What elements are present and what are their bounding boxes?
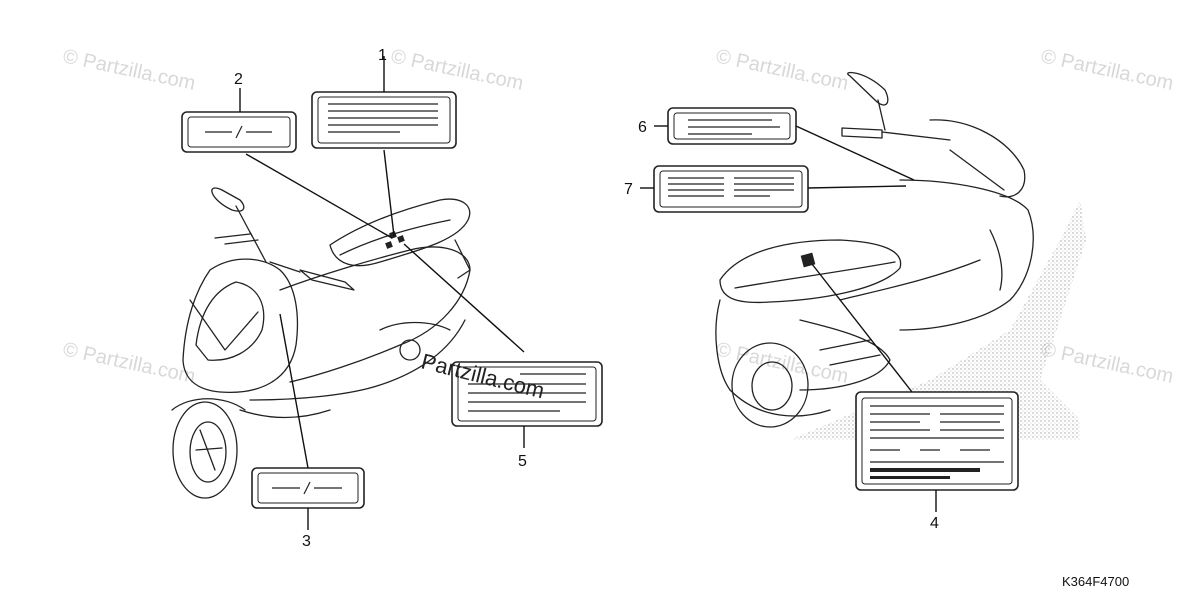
left-scooter-illustration [171, 187, 471, 499]
watermark: © Partzilla.com [1039, 338, 1175, 388]
callout-1: 1 [378, 47, 387, 64]
diagram-code: K364F4700 [1062, 574, 1129, 589]
caution-label-3 [251, 467, 365, 509]
watermark: © Partzilla.com [714, 45, 850, 95]
caution-label-5 [451, 361, 603, 427]
callout-7: 7 [624, 181, 633, 198]
callout-2: 2 [234, 71, 243, 88]
callout-6: 6 [638, 119, 647, 136]
watermark: © Partzilla.com [61, 45, 197, 95]
caution-label-6 [667, 107, 797, 145]
watermark: © Partzilla.com [714, 338, 850, 388]
watermark: © Partzilla.com [1039, 45, 1175, 95]
watermark: © Partzilla.com [61, 338, 197, 388]
leader-lines-left [239, 56, 525, 530]
caution-label-4 [855, 391, 1019, 491]
right-scooter-illustration [715, 71, 1034, 428]
watermark: © Partzilla.com [389, 45, 525, 95]
caution-label-2 [181, 111, 297, 153]
shading-dots [790, 200, 1086, 440]
caution-label-1 [311, 91, 457, 149]
callout-3: 3 [302, 533, 311, 550]
callout-5: 5 [518, 453, 527, 470]
callout-4: 4 [930, 515, 939, 532]
caution-label-7 [653, 165, 809, 213]
leader-lines-right [640, 125, 937, 512]
